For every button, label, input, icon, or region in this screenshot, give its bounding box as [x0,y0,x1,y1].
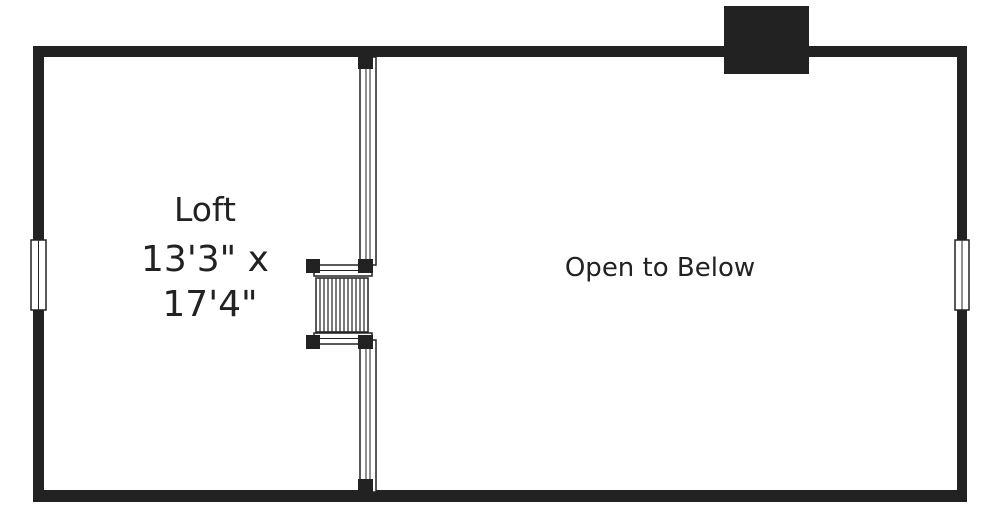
bottom-wall [33,490,967,502]
chimney [724,6,809,74]
loft-dimensions-line2: 17'4" [162,284,258,325]
newel-post [358,259,373,273]
railing-upper [358,55,377,266]
railing-lower [358,339,377,493]
stair-railing [306,259,373,349]
newel-post [306,335,320,349]
newel-post [358,335,373,349]
left-wall-window [30,239,47,311]
loft-room-name: Loft [174,190,236,229]
loft-dimensions-line1: 13'3" x [141,239,269,280]
newel-post [306,259,320,273]
right-wall-window [954,239,970,311]
open-to-below-label: Open to Below [564,253,756,283]
top-wall [33,46,967,57]
